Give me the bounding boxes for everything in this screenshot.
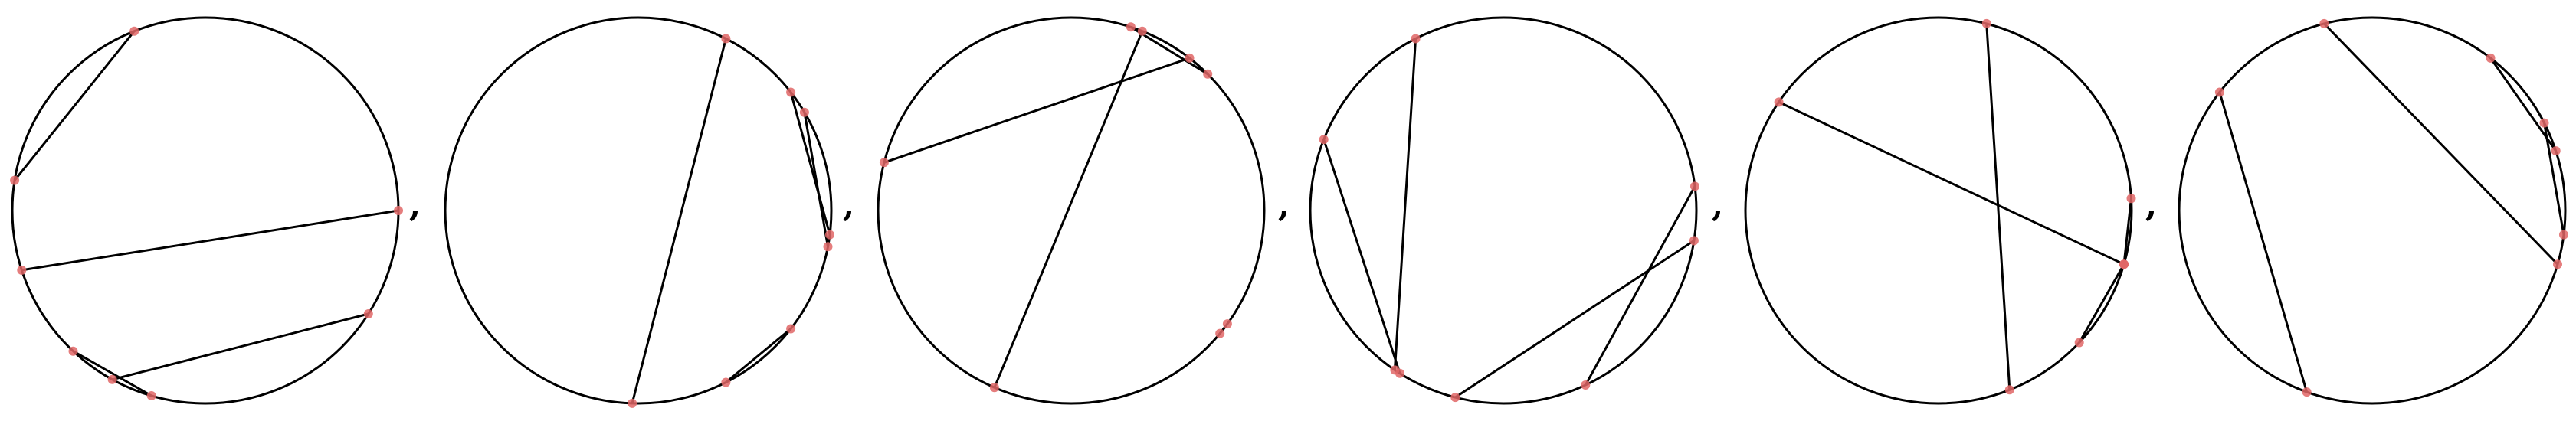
separator-comma-3: , bbox=[1278, 185, 1290, 224]
chord-2 bbox=[13, 30, 136, 181]
chord-diagram-2 bbox=[444, 16, 834, 408]
separator-comma-4: , bbox=[1712, 185, 1724, 224]
chord-diagram-5 bbox=[1744, 16, 2136, 405]
chord-4-endpoint-1 bbox=[146, 391, 156, 400]
chord-3 bbox=[1322, 139, 1401, 374]
chord-3 bbox=[2489, 57, 2557, 152]
chord-2-endpoint-2 bbox=[1126, 22, 1136, 32]
chord-3-endpoint-2 bbox=[823, 242, 833, 252]
chord-2-endpoint-1 bbox=[129, 26, 139, 36]
chord-4 bbox=[2543, 122, 2565, 235]
chord-3 bbox=[112, 312, 369, 381]
chord-1-endpoint-1 bbox=[2074, 338, 2084, 348]
chord-1 bbox=[21, 209, 399, 272]
chord-1 bbox=[2078, 263, 2125, 344]
circle-outline bbox=[1309, 16, 1698, 405]
chord-diagram-1 bbox=[10, 16, 403, 405]
chord-4-endpoint-1 bbox=[2119, 259, 2129, 269]
chord-4-endpoint-2 bbox=[2559, 230, 2568, 240]
chord-4-endpoint-2 bbox=[2126, 194, 2136, 204]
chord-1-endpoint-2 bbox=[825, 230, 834, 240]
chord-3-endpoint-2 bbox=[1319, 135, 1329, 145]
chord-3-endpoint-2 bbox=[107, 374, 117, 384]
circle-outline bbox=[877, 16, 1266, 405]
chord-3 bbox=[883, 57, 1190, 164]
chord-3-endpoint-2 bbox=[1185, 53, 1195, 63]
chord-1-endpoint-1 bbox=[1690, 181, 1699, 191]
chord-3-endpoint-1 bbox=[363, 309, 373, 318]
chord-3 bbox=[1778, 101, 2125, 266]
chord-2-endpoint-1 bbox=[786, 324, 796, 334]
chord-2 bbox=[1985, 23, 2011, 390]
chord-3-endpoint-1 bbox=[879, 158, 889, 168]
chord-4 bbox=[2122, 198, 2132, 265]
circle-outline bbox=[444, 16, 833, 405]
chord-2-endpoint-2 bbox=[1689, 236, 1699, 246]
chord-1-endpoint-1 bbox=[2302, 387, 2312, 397]
chord-diagram-3 bbox=[877, 16, 1266, 405]
chord-3-endpoint-1 bbox=[799, 107, 809, 117]
chord-1-endpoint-1 bbox=[394, 206, 403, 215]
chord-1-endpoint-2 bbox=[2214, 87, 2224, 97]
chord-2-endpoint-2 bbox=[10, 175, 20, 185]
chord-2 bbox=[1454, 240, 1695, 399]
chord-1-endpoint-2 bbox=[1215, 328, 1225, 338]
chord-4 bbox=[631, 38, 727, 404]
circle-outline bbox=[2178, 16, 2567, 405]
chord-1 bbox=[789, 92, 831, 235]
chord-2-endpoint-2 bbox=[2553, 259, 2562, 269]
chord-diagram-6 bbox=[2178, 16, 2568, 405]
chord-1-endpoint-2 bbox=[1581, 380, 1591, 390]
chord-2-endpoint-1 bbox=[2319, 18, 2329, 28]
circle-outline bbox=[1744, 16, 2133, 405]
separator-comma-5: , bbox=[2145, 185, 2158, 224]
chord-2-endpoint-2 bbox=[721, 377, 731, 387]
chord-1-endpoint-2 bbox=[17, 265, 27, 275]
chord-3 bbox=[803, 112, 829, 247]
separator-comma-2: , bbox=[843, 185, 855, 224]
chord-4-endpoint-2 bbox=[721, 34, 731, 44]
circle-outline bbox=[11, 16, 400, 405]
chord-1 bbox=[1584, 185, 1696, 386]
chord-4-endpoint-1 bbox=[628, 398, 637, 408]
chord-1-endpoint-1 bbox=[786, 87, 796, 97]
chord-2-endpoint-1 bbox=[1450, 393, 1460, 403]
chord-2 bbox=[725, 328, 792, 383]
chord-1-endpoint-1 bbox=[1222, 319, 1232, 329]
chord-4-endpoint-1 bbox=[1390, 365, 1400, 375]
chord-diagram-4 bbox=[1309, 16, 1699, 405]
chord-3-endpoint-1 bbox=[1774, 97, 1784, 107]
chord-4 bbox=[72, 350, 152, 397]
chord-2-endpoint-1 bbox=[1203, 69, 1213, 79]
chord-4-endpoint-1 bbox=[1137, 26, 1147, 36]
chord-3-endpoint-1 bbox=[2486, 53, 2496, 63]
chord-4 bbox=[993, 31, 1144, 388]
chord-4-endpoint-2 bbox=[68, 346, 78, 356]
separator-comma-1: , bbox=[409, 185, 421, 224]
chord-4-endpoint-2 bbox=[989, 383, 999, 393]
chord-4-endpoint-2 bbox=[1411, 34, 1421, 44]
chord-1 bbox=[2218, 92, 2309, 393]
chord-2-endpoint-1 bbox=[2004, 385, 2014, 395]
chord-4-endpoint-1 bbox=[2539, 118, 2549, 128]
chord-2 bbox=[2323, 22, 2559, 266]
chord-3-endpoint-2 bbox=[2551, 146, 2561, 156]
chord-2-endpoint-2 bbox=[1981, 18, 1991, 28]
chord-4 bbox=[1393, 38, 1417, 370]
